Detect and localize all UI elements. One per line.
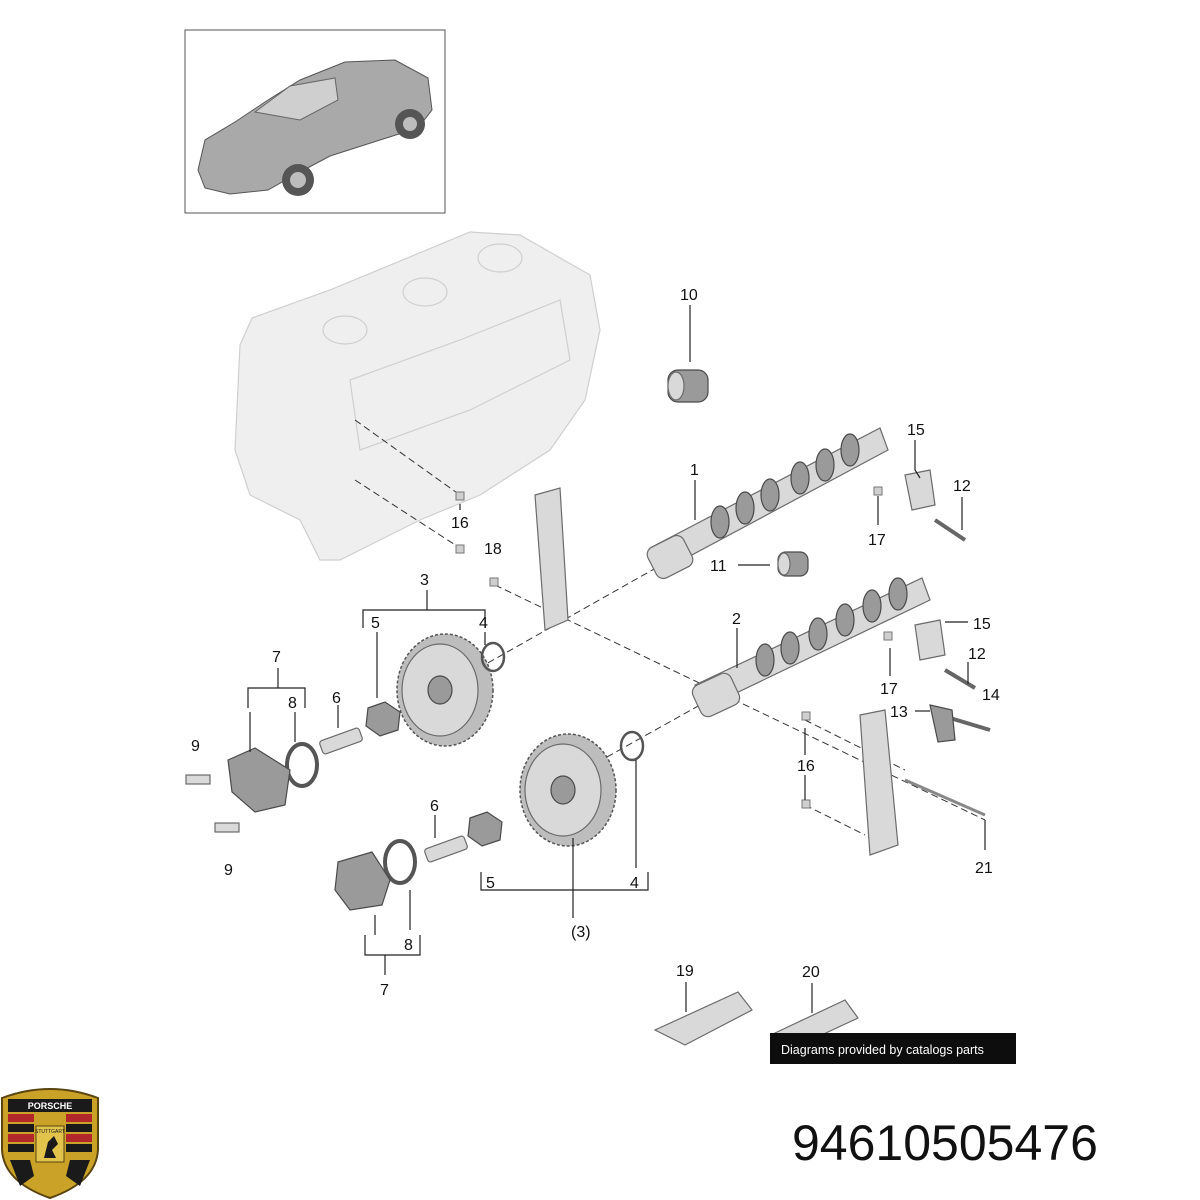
label-21: 21 [975,860,993,877]
rod-21 [904,778,986,817]
bracket-15-lower [914,619,946,661]
label-9-lower: 9 [224,862,233,879]
label-12-lower: 12 [968,646,986,663]
bolt-9-upper [185,774,211,785]
label-6-lower: 6 [430,798,439,815]
label-15-upper: 15 [907,422,925,439]
label-17-lower: 17 [880,681,898,698]
crest-wordmark: PORSCHE [28,1101,73,1111]
credit-text: Diagrams provided by catalogs parts [781,1043,984,1057]
label-3-lower: (3) [571,924,591,941]
seal-ring-8-upper [285,742,319,788]
car-thumbnail [184,29,446,214]
label-16-upper: 16 [451,515,469,532]
sensor-13 [929,704,956,743]
label-20: 20 [802,964,820,981]
part-number: 94610505476 [792,1115,1098,1171]
bushing-11 [777,551,809,577]
seal-ring-8-lower [383,839,417,885]
bolt-12-lower [943,668,977,690]
label-16-lower: 16 [797,758,815,775]
label-5-upper: 5 [371,615,380,632]
bolt-14 [949,716,991,732]
label-9-upper: 9 [191,738,200,755]
label-18: 18 [484,541,502,558]
valve-7-lower [334,851,391,911]
dowels [455,486,893,809]
label-7-upper: 7 [272,649,281,666]
guide-rail-lower [859,709,899,856]
cylinder-head-ghost [234,231,601,561]
nut-5-upper [365,701,401,737]
label-2: 2 [732,611,741,628]
label-8-upper: 8 [288,695,297,712]
camshaft-adjuster-upper [396,633,494,747]
camshaft-adjuster-lower [519,733,617,847]
credit-banner: Diagrams provided by catalogs parts [770,1033,1016,1064]
label-6-upper: 6 [332,690,341,707]
leader-lines [247,305,986,1013]
label-5-lower: 5 [486,875,495,892]
bracket-15-upper [904,469,936,511]
bolt-9-lower [214,822,240,833]
porsche-crest-logo: PORSCHE STUTTGART [0,1088,99,1200]
tube-19 [653,991,753,1046]
label-11: 11 [710,558,727,575]
label-7-lower: 7 [380,982,389,999]
bushing-10 [667,369,709,403]
o-ring-4-lower [619,730,645,762]
guide-rail-upper [534,487,569,631]
camshaft-2 [691,577,931,718]
o-ring-4-upper [480,641,506,673]
label-8-lower: 8 [404,937,413,954]
bolt-12-upper [933,518,967,542]
camshaft-1 [646,427,889,580]
central-bolt-6-lower [424,835,468,863]
label-4-lower: 4 [630,875,639,892]
label-14: 14 [982,687,1000,704]
label-10: 10 [680,287,698,304]
callout-labels: 10 1 15 12 17 16 18 11 3 5 4 2 15 12 14 … [191,287,1000,999]
central-bolt-6-upper [319,727,363,755]
label-15-lower: 15 [973,616,991,633]
valve-7-upper [227,747,291,813]
label-4-upper: 4 [479,615,488,632]
label-19: 19 [676,963,694,980]
crest-city: STUTTGART [35,1129,65,1135]
label-12-upper: 12 [953,478,971,495]
label-17-upper: 17 [868,532,886,549]
label-1: 1 [690,462,699,479]
label-13: 13 [890,704,908,721]
nut-5-lower [467,811,503,847]
label-3-upper: 3 [420,572,429,589]
